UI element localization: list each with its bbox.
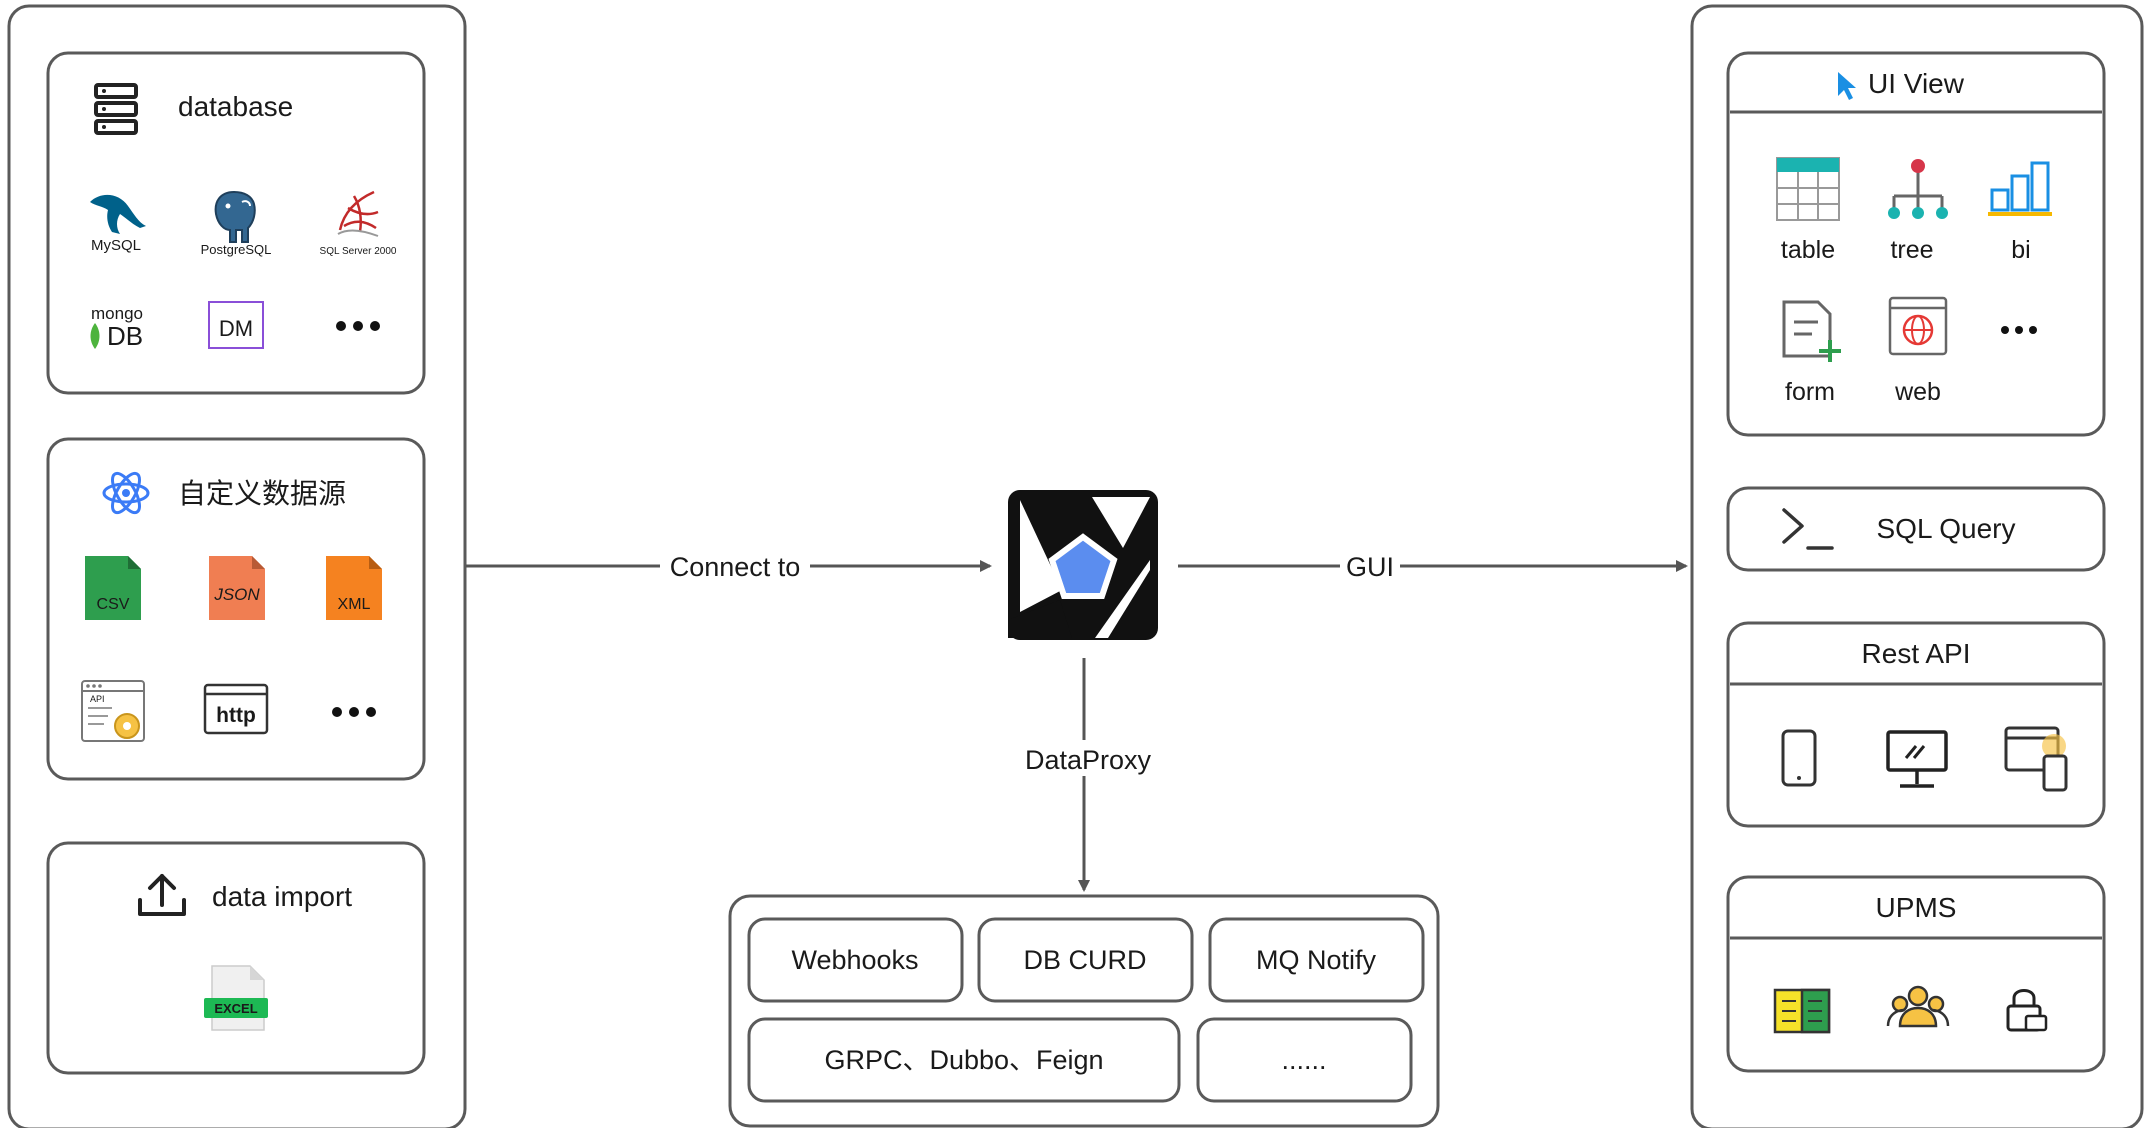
db-curd-label: DB CURD (1023, 945, 1146, 975)
output-group: Webhooks DB CURD MQ Notify GRPC、Dubbo、Fe… (728, 894, 1440, 1128)
tree-icon (1888, 159, 1948, 219)
http-icon (203, 683, 269, 735)
upms-title: UPMS (1876, 892, 1957, 923)
json-label: JSON (213, 585, 260, 604)
data-import-title: data import (212, 881, 352, 912)
csv-file-icon (85, 556, 141, 620)
db-curd-box (977, 917, 1194, 1003)
web-label: web (1894, 378, 1941, 406)
custom-source-group: 自定义数据源 CSV JSON XML AP (46, 437, 426, 781)
postgresql-elephant-icon (214, 190, 256, 243)
dm-label: DM (219, 316, 253, 341)
more-dots-icon (2001, 326, 2037, 334)
more-dots-icon (336, 321, 380, 331)
rest-api-group: Rest API (1726, 621, 2106, 828)
ui-view-group: UI View table tree (1726, 51, 2106, 437)
xml-label: XML (338, 596, 371, 613)
user-group-icon (1886, 985, 1950, 1028)
rest-api-title: Rest API (1862, 638, 1971, 669)
connect-to-label-bg (660, 548, 810, 584)
connect-to-label: Connect to (670, 552, 801, 582)
form-label: form (1785, 378, 1835, 406)
table-label: table (1781, 236, 1835, 264)
multi-device-icon (2004, 726, 2068, 792)
gui-label: GUI (1346, 552, 1394, 582)
data-import-box (46, 841, 426, 1075)
mongodb-leaf-icon (90, 323, 100, 349)
desktop-monitor-icon (1886, 730, 1948, 788)
mongodb-label-bottom: DB (107, 321, 143, 351)
cursor-pointer-icon (1838, 72, 1856, 100)
api-settings-icon (81, 680, 145, 742)
bar-chart-icon (1988, 161, 2052, 216)
center-logo (1008, 490, 1158, 640)
table-icon (1776, 157, 1840, 221)
user-book-icon (1773, 988, 1831, 1034)
server-stack-icon (94, 83, 138, 135)
excel-file-icon (204, 965, 268, 1031)
sql-query-title: SQL Query (1876, 513, 2015, 544)
mysql-label: MySQL (91, 237, 141, 254)
webhooks-label: Webhooks (791, 945, 918, 975)
database-group: database MySQL PostgreSQL SQL Server 200… (46, 51, 426, 395)
custom-source-title: 自定义数据源 (178, 478, 346, 509)
tree-label: tree (1890, 236, 1933, 264)
more-outputs-label: ...... (1281, 1045, 1326, 1075)
form-icon (1782, 300, 1841, 362)
rpc-box (747, 1017, 1181, 1103)
web-icon (1888, 296, 1948, 356)
terminal-prompt-icon (1782, 508, 1834, 550)
gui-label-bg (1340, 548, 1400, 584)
database-title: database (178, 91, 293, 122)
bi-label: bi (2011, 236, 2030, 264)
data-import-group: data import EXCEL (46, 841, 426, 1075)
mq-notify-box (1208, 917, 1425, 1003)
atom-icon (102, 471, 150, 515)
dataproxy-pentagon-logo-icon (1008, 490, 1158, 640)
mq-notify-label: MQ Notify (1256, 945, 1377, 975)
more-outputs-box (1196, 1017, 1413, 1103)
ui-view-title: UI View (1868, 68, 1965, 99)
dataproxy-label: DataProxy (1025, 745, 1152, 775)
dataproxy-label-bg (1012, 740, 1158, 776)
sql-query-group: SQL Query (1726, 486, 2106, 572)
mongodb-label-top: mongo (91, 304, 143, 323)
sql-server-icon (337, 190, 379, 237)
dm-database-icon (208, 301, 264, 349)
json-file-icon (209, 556, 265, 620)
mobile-phone-icon (1781, 729, 1817, 787)
rpc-label: GRPC、Dubbo、Feign (824, 1045, 1103, 1075)
upms-group: UPMS (1726, 875, 2106, 1073)
postgresql-label: PostgreSQL (201, 242, 272, 257)
upload-icon (138, 874, 186, 916)
xml-file-icon (326, 556, 382, 620)
csv-label: CSV (97, 596, 130, 613)
http-label: http (216, 704, 256, 727)
api-label: API (90, 694, 105, 704)
excel-label: EXCEL (214, 1001, 257, 1016)
lock-icon (2006, 989, 2048, 1032)
sql-server-label: SQL Server 2000 (320, 246, 397, 257)
rest-api-box (1726, 621, 2106, 828)
mysql-dolphin-icon (90, 194, 146, 234)
more-dots-icon (332, 707, 376, 717)
webhooks-box (747, 917, 964, 1003)
